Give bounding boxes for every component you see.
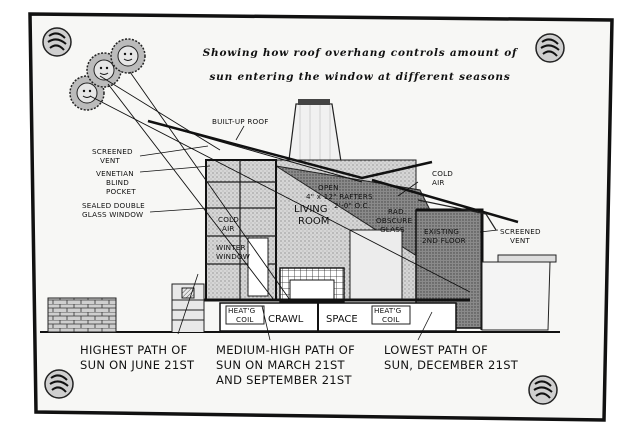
label-cold-air-top: COLD — [432, 169, 453, 178]
winter-window — [247, 237, 269, 297]
label-crawl: CRAWL — [268, 314, 304, 325]
label-screened-vent-right-2: VENT — [510, 236, 530, 245]
caption-highest-1: HIGHEST PATH OF — [80, 343, 188, 357]
label-rafters: 4" x 12" RAFTERS — [306, 192, 373, 201]
label-rad: RAD. — [388, 207, 406, 216]
corner-ornament-icon — [535, 33, 565, 63]
sun-icon — [110, 38, 146, 74]
label-sealed-double: SEALED DOUBLE — [82, 201, 145, 210]
leader-lines — [139, 125, 499, 341]
stone-wall — [47, 297, 117, 333]
corner-ornament-icon — [42, 27, 72, 57]
right-low-wing — [481, 261, 551, 331]
label-heatg-coil-right: HEAT'G — [374, 306, 401, 315]
label-existing: EXISTING — [424, 227, 459, 236]
label-built-up-roof: BUILT-UP ROOF — [212, 117, 269, 126]
label-coil-left: COIL — [236, 315, 254, 324]
season-captions: HIGHEST PATH OF SUN ON JUNE 21ST MEDIUM-… — [80, 343, 519, 387]
label-room: ROOM — [298, 216, 329, 227]
label-cold-air-inside: COLD — [218, 215, 239, 224]
label-coil-right: COIL — [382, 315, 400, 324]
main-roof — [147, 119, 433, 180]
label-heatg-coil-left: HEAT'G — [228, 306, 255, 315]
caption-medium-1: MEDIUM-HIGH PATH OF — [216, 343, 355, 357]
sun-path-june — [129, 71, 291, 301]
title-line-1: Showing how roof overhang controls amoun… — [203, 47, 519, 59]
label-glass: GLASS — [380, 225, 405, 234]
chimney — [287, 103, 343, 169]
label-rafter-spacing: 2'-0" O.C. — [334, 201, 370, 210]
caption-lowest-2: SUN, DECEMBER 21ST — [384, 358, 519, 372]
label-pocket: POCKET — [106, 187, 136, 196]
label-open: OPEN — [318, 183, 339, 192]
label-screened-vent-left: SCREENED — [92, 147, 133, 156]
label-winter: WINTER — [216, 243, 246, 252]
label-space: SPACE — [326, 314, 358, 325]
label-cold-air-top-2: AIR — [432, 178, 445, 187]
entry-steps — [171, 283, 205, 332]
label-living: LIVING — [294, 204, 328, 215]
label-venetian: VENETIAN — [96, 169, 134, 178]
label-glass-window: GLASS WINDOW — [82, 210, 143, 219]
chimney-cap — [298, 99, 330, 105]
label-obscure: OBSCURE — [376, 216, 412, 225]
caption-medium-2: SUN ON MARCH 21ST — [216, 358, 346, 372]
caption-lowest-1: LOWEST PATH OF — [384, 343, 488, 357]
right-roof — [371, 178, 519, 224]
label-cold-air-inside-2: AIR — [222, 224, 235, 233]
caption-medium-3: AND SEPTEMBER 21ST — [216, 373, 353, 387]
title-line-2: sun entering the window at different sea… — [209, 71, 510, 83]
label-second-floor: 2ND FLOOR — [422, 236, 466, 245]
label-screened-vent-left-2: VENT — [100, 156, 120, 165]
caption-highest-2: SUN ON JUNE 21ST — [80, 358, 195, 372]
label-window: WINDOW — [216, 252, 250, 261]
sun-paths — [89, 71, 471, 301]
corner-ornament-icon — [44, 369, 74, 399]
diagram-labels: BUILT-UP ROOF SCREENED VENT VENETIAN BLI… — [82, 117, 541, 325]
label-screened-vent-right: SCREENED — [500, 227, 541, 236]
sun-path-december — [89, 95, 471, 293]
label-blind: BLIND — [106, 178, 129, 187]
corner-ornament-icon — [528, 375, 558, 405]
